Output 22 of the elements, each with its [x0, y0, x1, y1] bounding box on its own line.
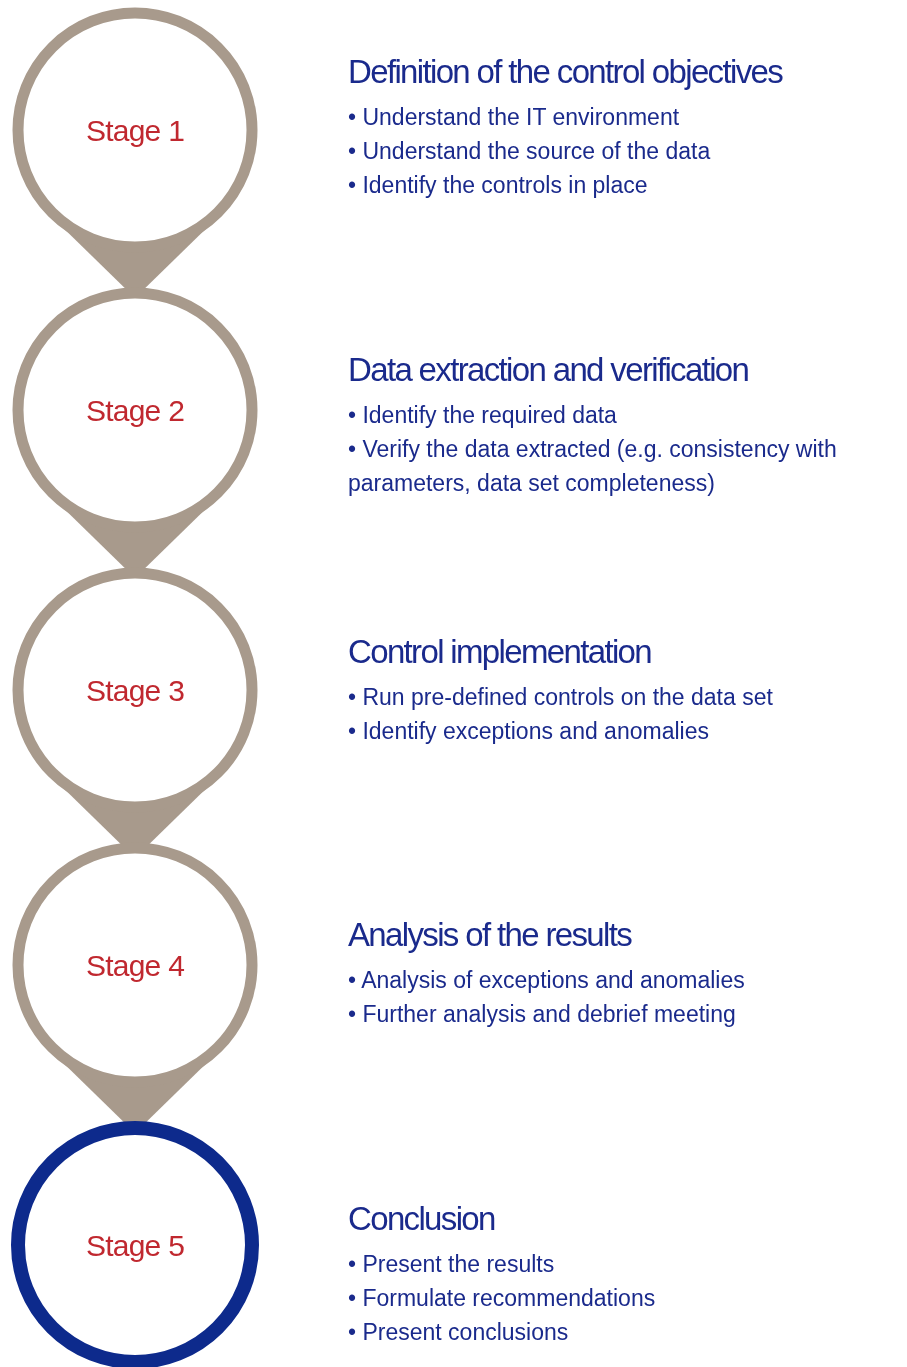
bullet-item: • Analysis of exceptions and anomalies [348, 966, 746, 995]
stage-label: Stage 2 [85, 392, 185, 429]
bullet-item: • Identify the controls in place [348, 171, 649, 200]
bullet-item: • Present conclusions [348, 1318, 570, 1347]
bullet-item: • Understand the source of the data [348, 137, 712, 166]
stage-heading: Data extraction and verification [348, 350, 750, 390]
bullet-item: • Identify the required data [348, 401, 618, 430]
stage-label: Stage 1 [85, 112, 185, 149]
stage-label: Stage 5 [85, 1227, 185, 1264]
stage-heading: Control implementation [348, 632, 653, 672]
bullet-item: • Identify exceptions and anomalies [348, 717, 710, 746]
stage-label: Stage 3 [85, 672, 185, 709]
bullet-item: • Run pre-defined controls on the data set [348, 683, 774, 712]
bullet-item: • Understand the IT environment [348, 103, 681, 132]
stage-heading: Definition of the control objectives [348, 52, 784, 92]
stage-heading: Conclusion [348, 1199, 496, 1239]
stage-label: Stage 4 [85, 947, 185, 984]
stage-heading: Analysis of the results [348, 915, 633, 955]
bullet-item: • Present the results [348, 1250, 556, 1279]
bullet-item: • Formulate recommendations [348, 1284, 657, 1313]
bullet-item: • Verify the data extracted (e.g. consistency with parameters, data set completeness) [348, 435, 838, 498]
bullet-item: • Further analysis and debrief meeting [348, 1000, 737, 1029]
